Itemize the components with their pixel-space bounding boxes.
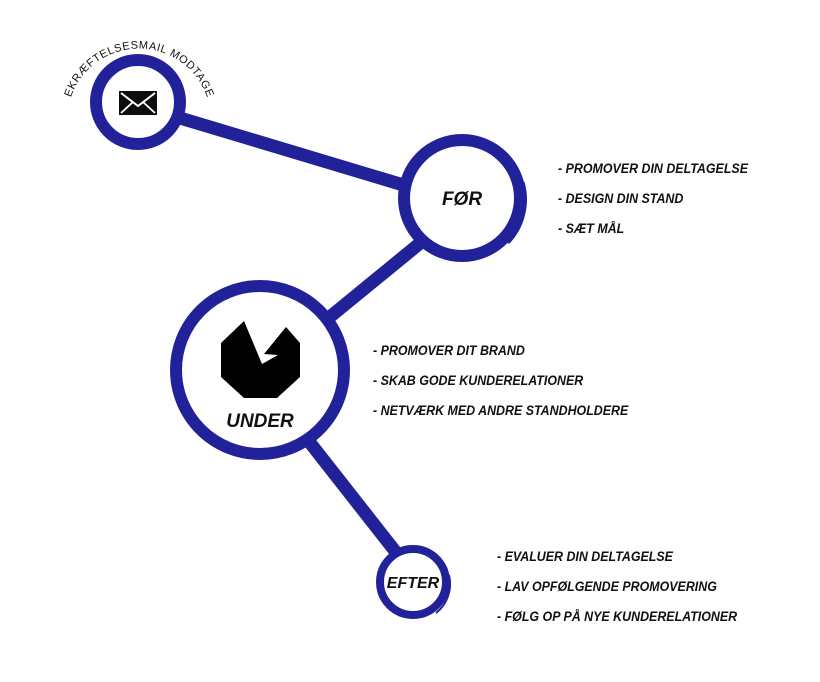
email-node <box>90 54 186 150</box>
stage-efter-node: EFTER <box>376 545 452 619</box>
list-item: - DESIGN DIN STAND <box>558 191 684 206</box>
stage-efter-label: EFTER <box>387 575 440 592</box>
list-item: - NETVÆRK MED ANDRE STANDHOLDERE <box>373 403 629 418</box>
list-item: - FØLG OP PÅ NYE KUNDERELATIONER <box>497 609 738 624</box>
list-item: - LAV OPFØLGENDE PROMOVERING <box>497 579 717 594</box>
connector-email-foer <box>168 108 422 197</box>
stage-efter-tasks: - EVALUER DIN DELTAGELSE - LAV OPFØLGEND… <box>497 542 758 632</box>
connector-under-efter <box>294 425 408 565</box>
stage-under-node: UNDER <box>170 280 350 460</box>
stage-foer-node: FØR <box>398 134 527 262</box>
stage-under-tasks: - PROMOVER DIT BRAND - SKAB GODE KUNDERE… <box>373 336 651 426</box>
list-item: - SÆT MÅL <box>558 221 625 236</box>
envelope-icon <box>119 91 157 115</box>
list-item: - PROMOVER DIN DELTAGELSE <box>558 161 748 176</box>
connector-foer-under <box>315 229 435 331</box>
list-item: - EVALUER DIN DELTAGELSE <box>497 549 673 564</box>
stage-under-label: UNDER <box>226 411 294 432</box>
stage-foer-tasks: - PROMOVER DIN DELTAGELSE - DESIGN DIN S… <box>558 154 765 244</box>
list-item: - PROMOVER DIT BRAND <box>373 343 525 358</box>
badge-logo-icon <box>221 321 300 398</box>
stage-foer-label: FØR <box>442 189 482 210</box>
list-item: - SKAB GODE KUNDERELATIONER <box>373 373 584 388</box>
